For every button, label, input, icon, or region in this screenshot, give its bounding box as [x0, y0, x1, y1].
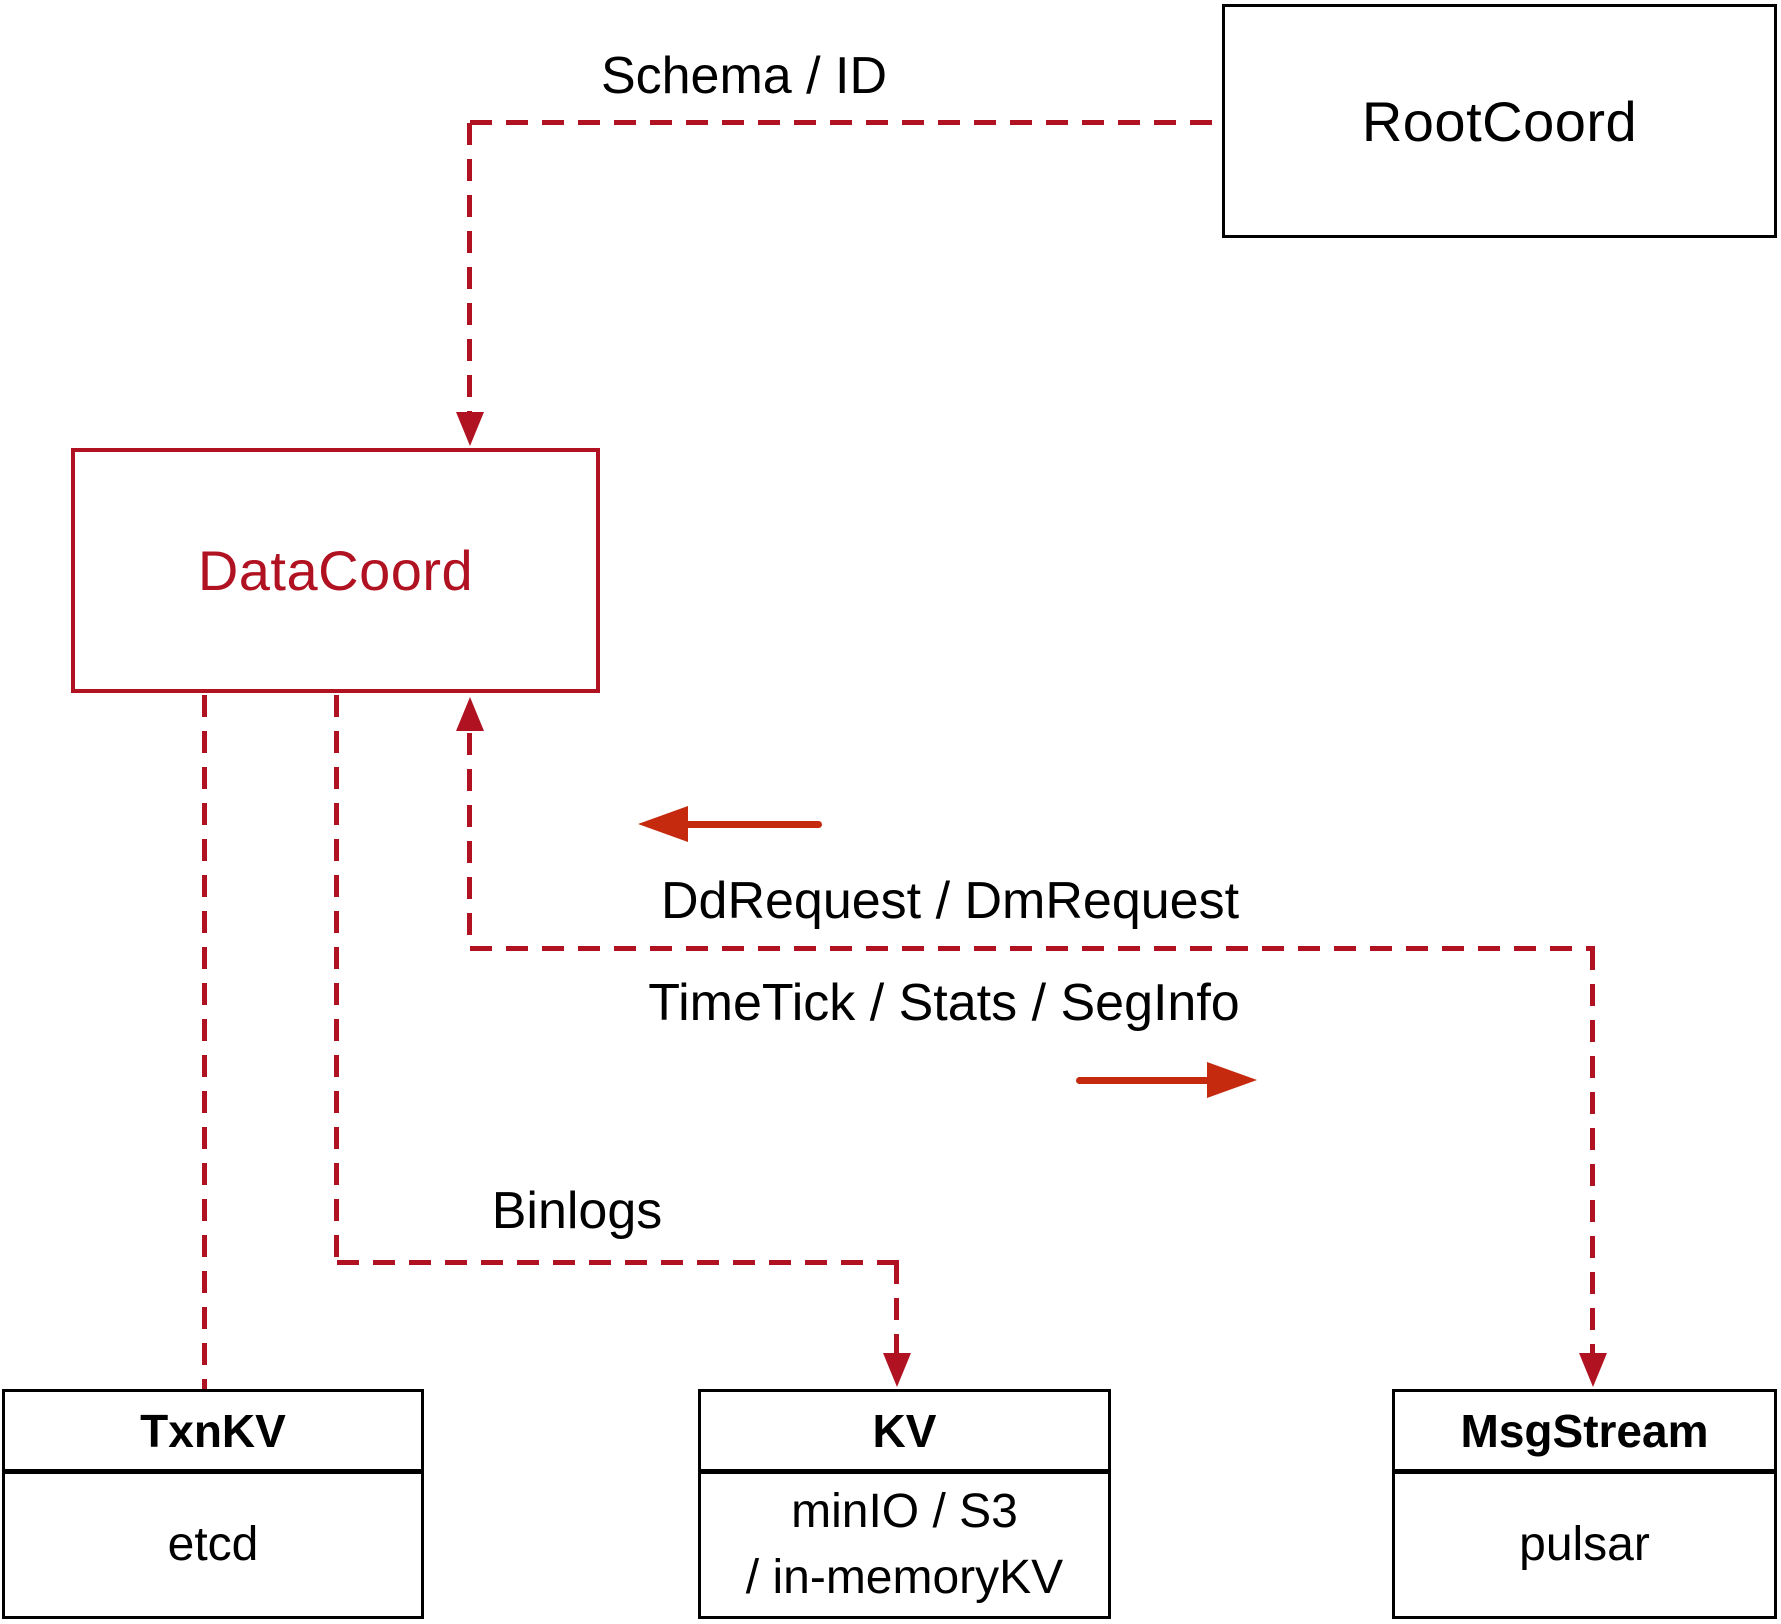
- msgstream-datacoord-connector-horizontal: [470, 946, 1595, 951]
- edge-label-ddrequest-dmrequest: DdRequest / DmRequest: [660, 872, 1240, 930]
- arrowhead-up-into-datacoord-icon: [456, 697, 484, 731]
- datacoord-txnkv-connector: [202, 695, 207, 1389]
- schema-id-connector-horizontal: [470, 120, 1222, 125]
- binlogs-connector-vertical-left: [334, 695, 339, 1264]
- edge-label-timetick-stats-seginfo: TimeTick / Stats / SegInfo: [648, 974, 1240, 1032]
- msgstream-body-text: pulsar: [1519, 1518, 1650, 1571]
- msgstream-header: MsgStream: [1395, 1392, 1774, 1474]
- binlogs-connector-horizontal: [337, 1260, 899, 1265]
- left-arrow-head: [638, 806, 688, 842]
- flow-direction-left-arrow-icon: [638, 806, 822, 842]
- flow-direction-right-arrow-icon: [1076, 1062, 1257, 1098]
- rootcoord-node: RootCoord: [1222, 4, 1777, 238]
- msgstream-datacoord-connector-vertical-left: [467, 733, 472, 948]
- edge-label-schema-id: Schema / ID: [600, 47, 888, 105]
- rootcoord-label: RootCoord: [1361, 89, 1638, 153]
- binlogs-connector-vertical-right: [894, 1262, 899, 1355]
- left-arrow-shaft: [682, 820, 822, 828]
- datacoord-label: DataCoord: [197, 539, 474, 602]
- arrowhead-down-into-msgstream-icon: [1579, 1353, 1607, 1387]
- schema-id-connector-vertical: [467, 123, 472, 414]
- msgstream-node: MsgStream pulsar: [1392, 1389, 1777, 1619]
- arrowhead-down-into-kv-icon: [883, 1353, 911, 1387]
- kv-body-line2: / in-memoryKV: [745, 1551, 1064, 1604]
- txnkv-node: TxnKV etcd: [2, 1389, 424, 1619]
- kv-node: KV minIO / S3 / in-memoryKV: [698, 1389, 1111, 1619]
- datacoord-node: DataCoord: [71, 448, 600, 693]
- msgstream-datacoord-connector-vertical-right: [1590, 948, 1595, 1353]
- kv-header: KV: [701, 1392, 1108, 1474]
- right-arrow-head: [1207, 1062, 1257, 1098]
- kv-body-line1: minIO / S3: [791, 1485, 1018, 1538]
- arrowhead-down-into-datacoord-icon: [456, 412, 484, 446]
- txnkv-header: TxnKV: [5, 1392, 421, 1474]
- edge-label-binlogs: Binlogs: [491, 1182, 663, 1240]
- right-arrow-shaft: [1076, 1076, 1213, 1084]
- txnkv-body-text: etcd: [167, 1518, 259, 1571]
